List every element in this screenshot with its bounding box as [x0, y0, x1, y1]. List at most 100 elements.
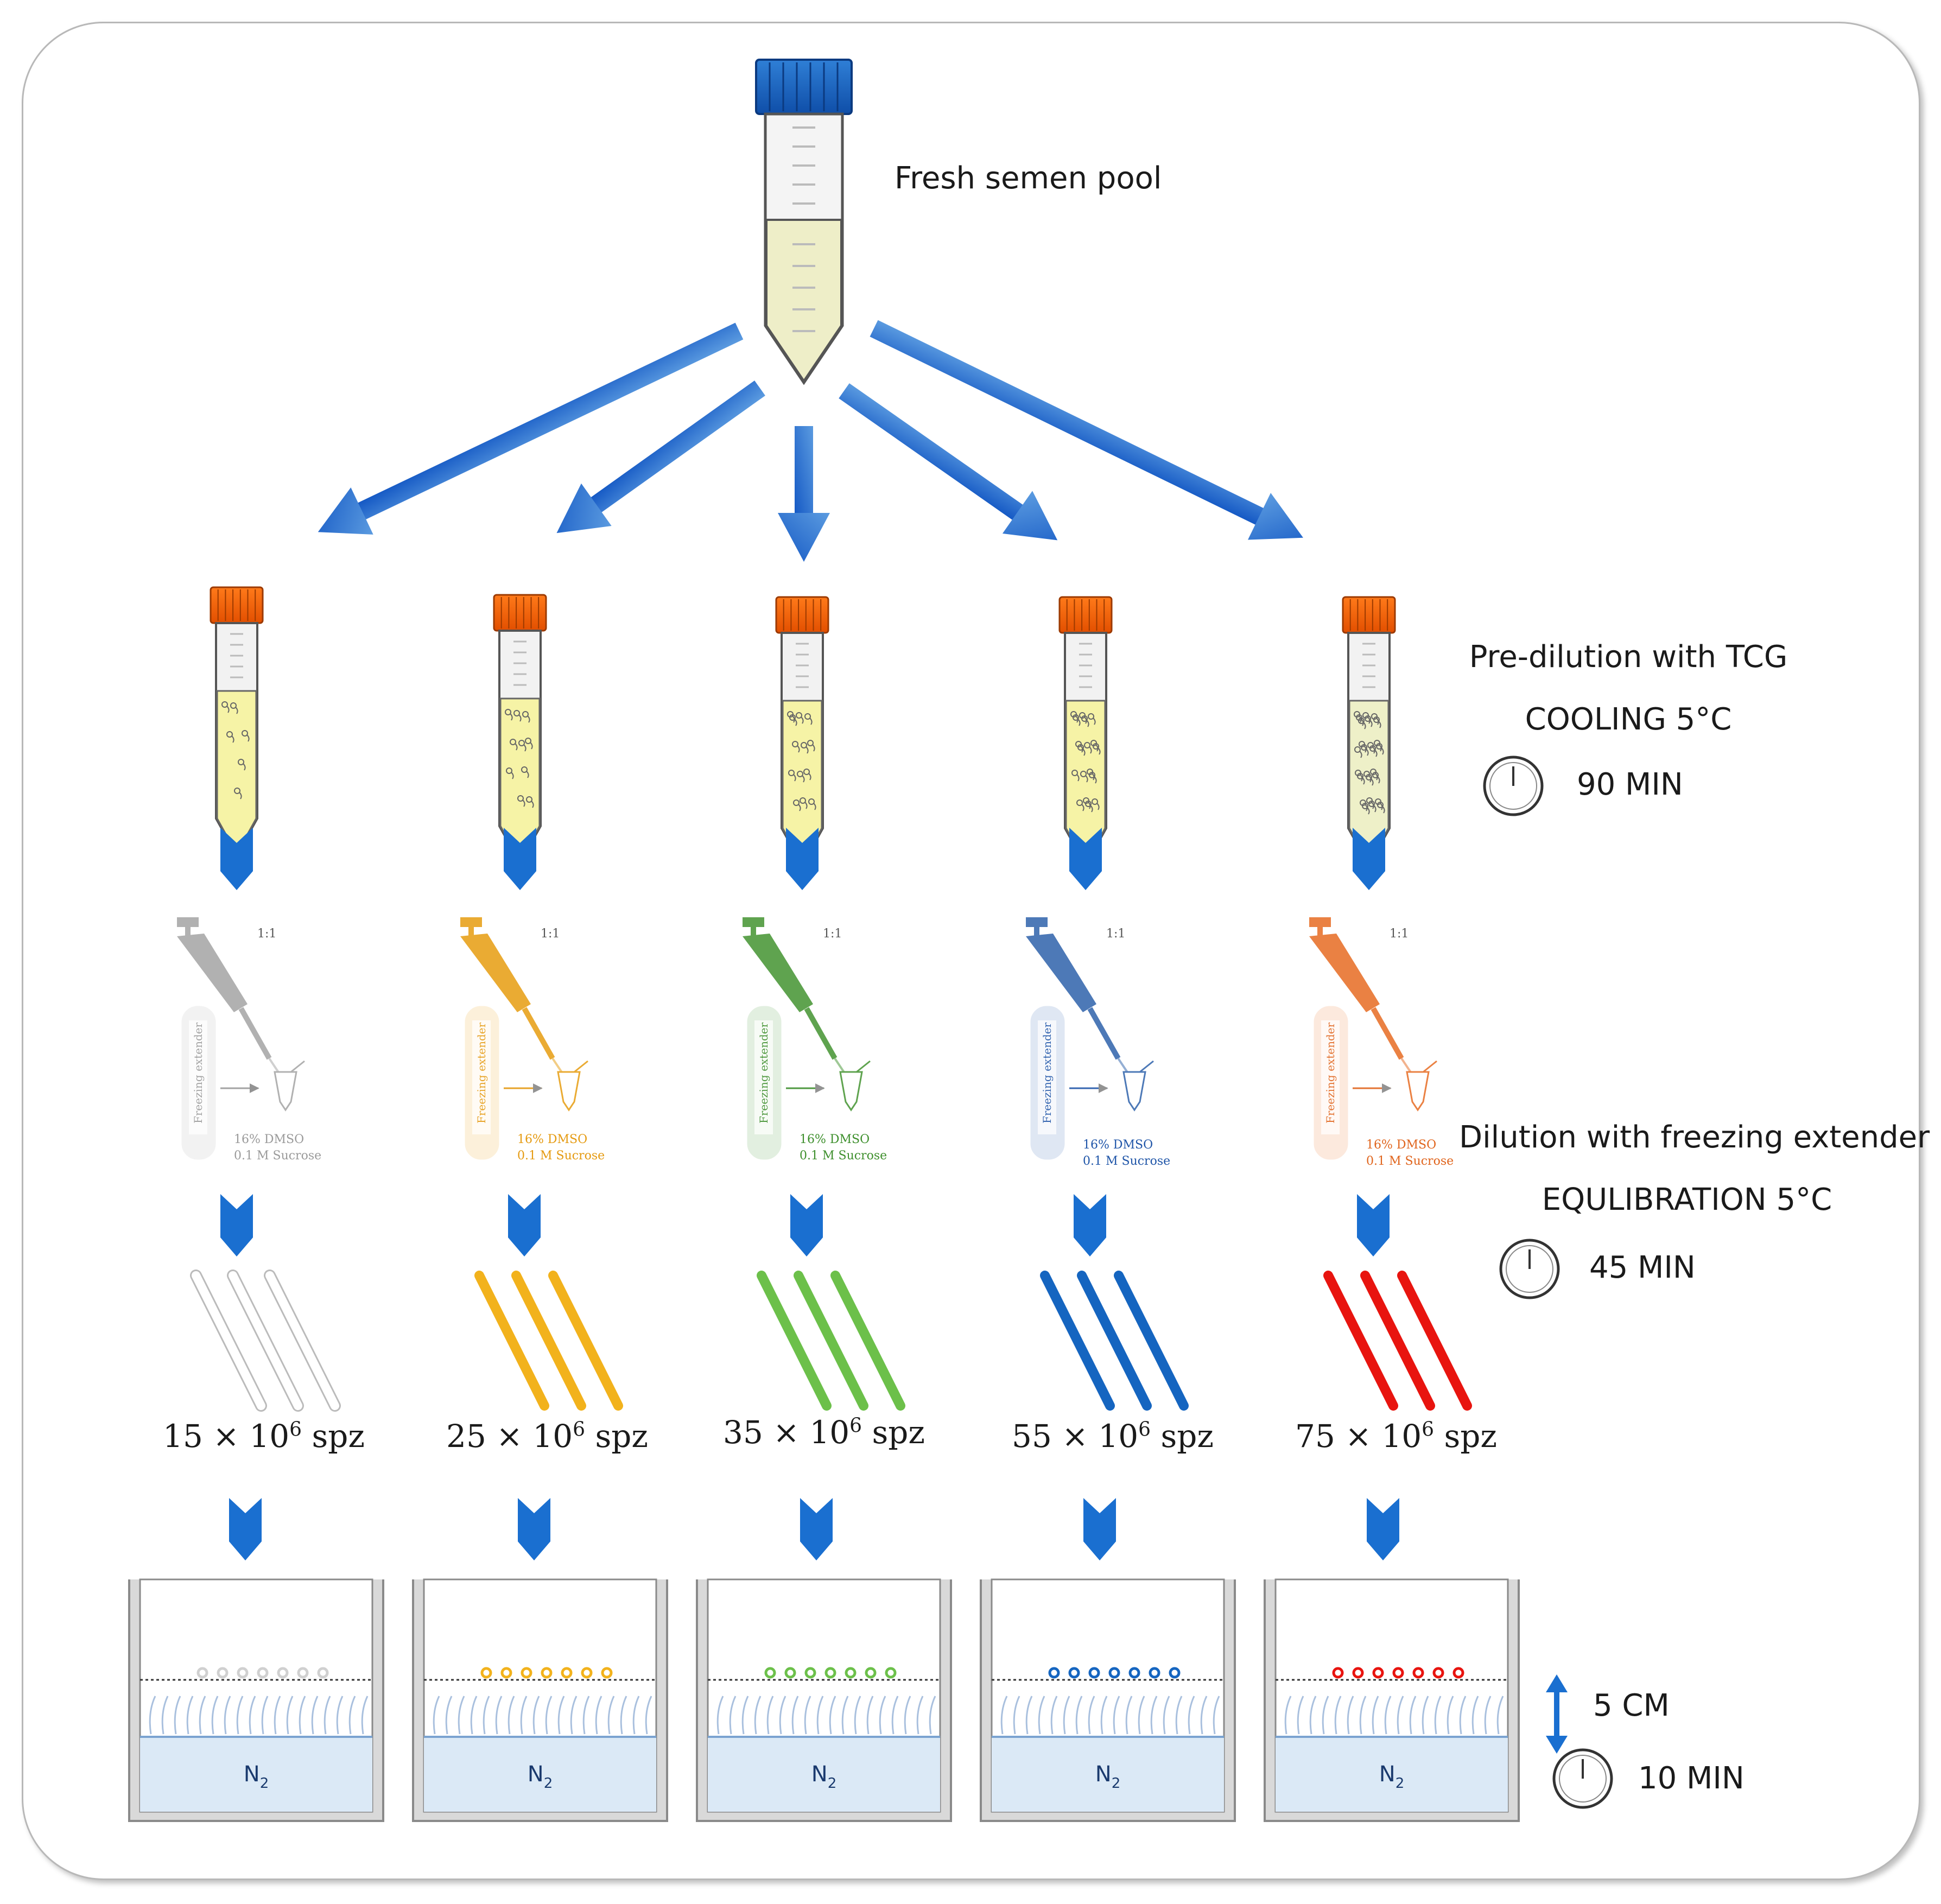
concentration-unit-prefix: × 10	[1335, 1418, 1422, 1455]
concentration-label-1: 15 × 106 spz	[163, 1418, 365, 1455]
concentration-exponent: 6	[1422, 1418, 1435, 1441]
cooling-label: COOLING 5°C	[1525, 702, 1732, 737]
nitrogen-box-1: N2	[128, 1578, 384, 1822]
concentration-unit-prefix: × 10	[1051, 1418, 1139, 1455]
down-arrow-step3-3	[800, 1498, 833, 1560]
extender-composition: 16% DMSO 0.1 M Sucrose	[1366, 1137, 1454, 1170]
concentration-label-4: 55 × 106 spz	[1012, 1418, 1214, 1455]
pipette-illustration-3: Freezing extender	[743, 917, 871, 1160]
split-arrow-5	[870, 320, 1303, 540]
fresh-semen-tube	[755, 59, 853, 385]
straws-5	[1323, 1271, 1472, 1411]
dilution-label: Dilution with freezing extender	[1459, 1120, 1930, 1155]
pre-dilution-tube-5	[1342, 596, 1396, 868]
dmso-label: 16% DMSO	[517, 1133, 588, 1146]
down-arrow-step3-5	[1367, 1498, 1399, 1560]
down-arrow-step2-4	[1074, 1194, 1106, 1256]
down-arrow-step2-1	[220, 1194, 253, 1256]
concentration-label-5: 75 × 106 spz	[1295, 1418, 1497, 1455]
nitrogen-box-4: N2	[980, 1578, 1236, 1822]
straws-4	[1040, 1271, 1189, 1411]
equilibration-label: EQULIBRATION 5°C	[1542, 1182, 1832, 1217]
clock-icon-vapour	[1552, 1748, 1613, 1809]
sucrose-label: 0.1 M Sucrose	[800, 1149, 887, 1163]
dmso-label: 16% DMSO	[1366, 1138, 1437, 1152]
split-arrow-4	[839, 383, 1058, 541]
ratio-label: 1:1	[1106, 927, 1126, 941]
concentration-unit-suffix: spz	[585, 1418, 648, 1455]
down-arrow-step3-1	[229, 1498, 262, 1560]
concentration-unit-suffix: spz	[862, 1414, 925, 1451]
nitrogen-label: N2	[1379, 1762, 1404, 1792]
sucrose-label: 0.1 M Sucrose	[517, 1149, 605, 1163]
down-arrow-step3-4	[1083, 1498, 1116, 1560]
straws-3	[757, 1271, 905, 1411]
sucrose-label: 0.1 M Sucrose	[234, 1149, 322, 1163]
ratio-label: 1:1	[257, 927, 277, 941]
down-arrow-step2-2	[508, 1194, 541, 1256]
concentration-value: 25	[446, 1418, 486, 1455]
dmso-label: 16% DMSO	[800, 1133, 870, 1146]
nitrogen-box-5: N2	[1264, 1578, 1520, 1822]
straws-1	[190, 1270, 341, 1412]
extender-tube-label: Freezing extender	[1324, 1022, 1337, 1124]
down-arrow-step1-1	[220, 828, 253, 890]
down-arrow-step2-5	[1357, 1194, 1390, 1256]
ratio-label: 1:1	[541, 927, 560, 941]
extender-tube-label: Freezing extender	[475, 1022, 488, 1124]
concentration-unit-prefix: × 10	[486, 1418, 573, 1455]
nitrogen-box-2: N2	[412, 1578, 668, 1822]
pre-dilution-tube-3	[775, 596, 829, 868]
concentration-unit-suffix: spz	[302, 1418, 365, 1455]
equilibration-time-label: 45 MIN	[1589, 1250, 1696, 1285]
nitrogen-label: N2	[811, 1762, 836, 1792]
concentration-exponent: 6	[1138, 1418, 1151, 1441]
concentration-label-3: 35 × 106 spz	[723, 1414, 925, 1451]
split-arrow-3	[778, 426, 830, 562]
concentration-exponent: 6	[849, 1414, 862, 1437]
diagram-frame	[22, 22, 1920, 1880]
concentration-unit-prefix: × 10	[202, 1418, 290, 1455]
predilution-label: Pre-dilution with TCG	[1469, 639, 1788, 675]
vapour-time-label: 10 MIN	[1638, 1761, 1745, 1796]
extender-tube-label: Freezing extender	[1041, 1022, 1054, 1124]
concentration-value: 35	[723, 1414, 763, 1451]
height-double-arrow-icon	[1546, 1674, 1568, 1754]
concentration-exponent: 6	[573, 1418, 586, 1441]
clock-icon-cooling	[1483, 756, 1544, 816]
extender-composition: 16% DMSO 0.1 M Sucrose	[1083, 1137, 1170, 1170]
extender-composition: 16% DMSO 0.1 M Sucrose	[517, 1132, 605, 1164]
dmso-label: 16% DMSO	[234, 1133, 305, 1146]
straws-2	[474, 1271, 623, 1411]
extender-tube-label: Freezing extender	[757, 1022, 770, 1124]
down-arrow-step1-3	[786, 828, 819, 890]
nitrogen-box-3: N2	[696, 1578, 952, 1822]
clock-icon-equilibration	[1499, 1239, 1560, 1299]
down-arrow-step1-5	[1353, 828, 1385, 890]
extender-composition: 16% DMSO 0.1 M Sucrose	[800, 1132, 887, 1164]
concentration-value: 55	[1012, 1418, 1052, 1455]
concentration-unit-suffix: spz	[1434, 1418, 1497, 1455]
extender-tube-label: Freezing extender	[192, 1022, 205, 1124]
split-arrow-1	[318, 322, 744, 535]
height-label: 5 CM	[1593, 1688, 1670, 1723]
concentration-exponent: 6	[289, 1418, 302, 1441]
sucrose-label: 0.1 M Sucrose	[1083, 1154, 1171, 1168]
split-arrows	[318, 320, 1303, 562]
fresh-semen-pool-label: Fresh semen pool	[895, 161, 1162, 196]
pre-dilution-tube-1	[210, 586, 264, 858]
extender-composition: 16% DMSO 0.1 M Sucrose	[234, 1132, 321, 1164]
ratio-label: 1:1	[823, 927, 842, 941]
ratio-label: 1:1	[1390, 927, 1409, 941]
sucrose-label: 0.1 M Sucrose	[1366, 1154, 1454, 1168]
down-arrow-step1-2	[504, 828, 536, 890]
down-arrow-step1-4	[1069, 828, 1102, 890]
concentration-value: 75	[1295, 1418, 1335, 1455]
dmso-label: 16% DMSO	[1083, 1138, 1153, 1152]
concentration-unit-prefix: × 10	[763, 1414, 850, 1451]
